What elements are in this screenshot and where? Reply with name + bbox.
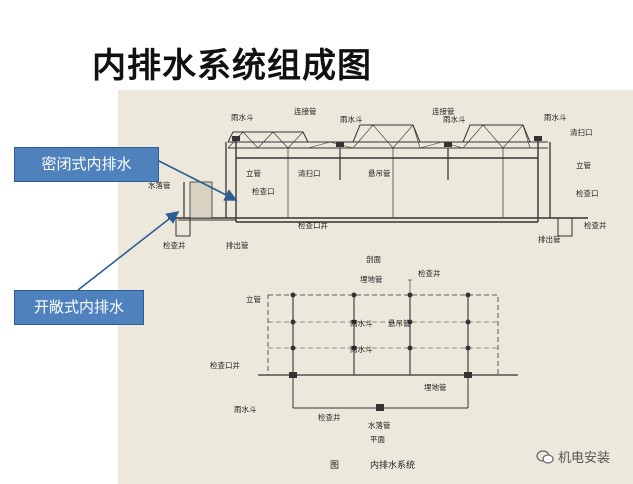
- label-rain-hopper-plan-3: 雨水斗: [234, 404, 257, 414]
- label-rain-hopper-plan: 雨水斗: [350, 318, 373, 328]
- label-inspection-well-plan: 检查井: [318, 412, 341, 422]
- plan-view: [258, 279, 518, 409]
- caption-prefix: 图: [330, 460, 339, 471]
- watermark-text: 机电安装: [558, 451, 611, 466]
- label-rain-hopper-4: 雨水斗: [544, 112, 567, 122]
- label-connecting-pipe: 连接管: [294, 106, 317, 116]
- label-inspection-well: 检查井: [163, 240, 186, 250]
- label-outlet-pipe: 排出管: [226, 240, 249, 250]
- label-buried-pipe-top: 埋地管: [360, 274, 383, 284]
- rain-hoppers: [232, 136, 542, 147]
- open-arrow: [77, 211, 180, 291]
- watermark: 机电安装: [536, 447, 610, 466]
- label-outlet-pipe-right: 排出管: [538, 234, 561, 244]
- label-section: 剖面: [366, 254, 381, 264]
- plan-nodes: [289, 292, 472, 411]
- label-inspection-port: 检查口: [252, 186, 275, 196]
- label-riser-right: 立管: [576, 160, 591, 170]
- label-hanging-pipe: 悬吊管: [368, 168, 391, 178]
- caption: 内排水系统: [370, 459, 415, 471]
- label-buried-pipe-plan: 埋地管: [424, 382, 447, 392]
- drainage-system-diagram: 雨水斗 连接管 雨水斗 连接管 雨水斗 雨水斗 清扫口 立管 清扫口 悬吊管 立…: [148, 106, 607, 471]
- label-inspection-port-right: 检查口: [576, 188, 599, 198]
- label-riser-left: 立管: [246, 168, 261, 178]
- label-cleanout: 清扫口: [298, 168, 321, 178]
- label-rain-hopper-2: 雨水斗: [340, 114, 363, 124]
- label-rain-hopper-1: 雨水斗: [231, 112, 254, 122]
- label-inspection-well-right: 检查井: [584, 220, 607, 230]
- label-rain-hopper-3: 雨水斗: [443, 114, 466, 124]
- section-view: [168, 124, 588, 237]
- closed-drainage-callout: 密闭式内排水: [14, 147, 159, 182]
- label-connecting-pipe-2: 连接管: [432, 106, 455, 116]
- open-drainage-callout: 开敞式内排水: [14, 290, 144, 325]
- label-hanging-pipe-plan: 悬吊管: [388, 318, 411, 328]
- label-rain-hopper-plan-2: 雨水斗: [350, 344, 373, 354]
- label-cleanout-right: 清扫口: [570, 127, 593, 137]
- label-riser-plan: 立管: [246, 294, 261, 304]
- diagram-scan: 雨水斗 连接管 雨水斗 连接管 雨水斗 雨水斗 清扫口 立管 清扫口 悬吊管 立…: [118, 90, 633, 484]
- page-title: 内排水系统组成图: [92, 46, 372, 86]
- closed-arrow: [156, 159, 238, 201]
- label-inspection-well-port: 检查口井: [298, 220, 328, 230]
- label-plan: 平面: [370, 435, 385, 444]
- label-downpipe: 水落管: [148, 180, 171, 190]
- label-inspection-well-port-plan: 检查口井: [210, 360, 240, 370]
- label-inspection-well-top: 检查井: [418, 268, 441, 278]
- wechat-icon: [536, 449, 554, 464]
- label-downpipe-plan: 水落管: [368, 420, 391, 430]
